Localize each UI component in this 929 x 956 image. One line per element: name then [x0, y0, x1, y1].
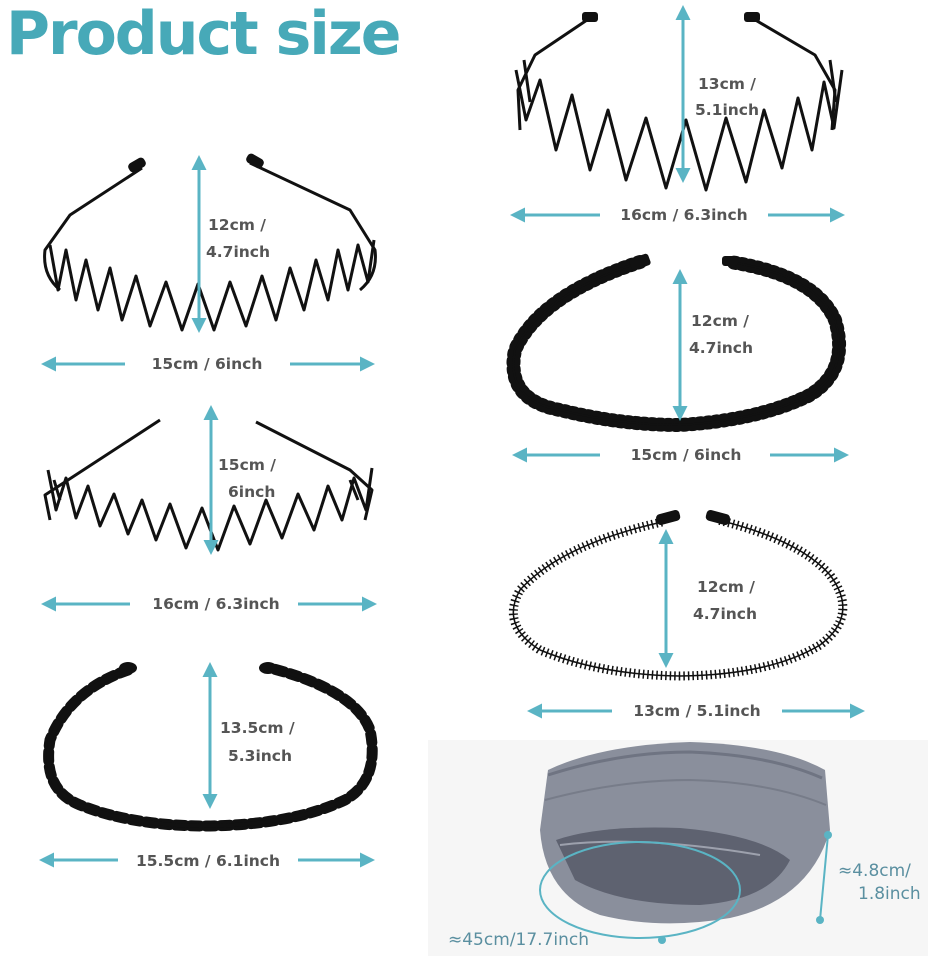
item2-height2: 6inch [228, 483, 275, 501]
spring-headband-2 [508, 509, 848, 681]
spring-headband-1 [506, 253, 847, 433]
item3-height2: 5.3inch [228, 747, 292, 765]
item1-height: 12cm / [208, 216, 266, 234]
item6-height2: 4.7inch [693, 605, 757, 623]
item5-width: 15cm / 6inch [631, 446, 742, 464]
item3-width: 15.5cm / 6.1inch [136, 852, 280, 870]
item2-width: 16cm / 6.3inch [152, 595, 279, 613]
wave-headband-1 [43, 153, 377, 332]
fabric-circumference: ≈45cm/17.7inch [448, 930, 589, 950]
item6-height: 12cm / [697, 578, 755, 596]
item4-height: 13cm / [698, 75, 756, 93]
item1-width: 15cm / 6inch [152, 355, 263, 373]
page-title: Product size [6, 0, 401, 69]
item1-height2: 4.7inch [206, 243, 270, 261]
fabric-height2: 1.8inch [858, 884, 921, 904]
fabric-height: ≈4.8cm/ [838, 861, 911, 881]
item4-height2: 5.1inch [695, 101, 759, 119]
item4-width: 16cm / 6.3inch [620, 206, 747, 224]
wave-headband-2 [43, 418, 374, 552]
item2-height: 15cm / [218, 456, 276, 474]
fabric-headband [428, 740, 928, 956]
item6-width: 13cm / 5.1inch [633, 702, 760, 720]
wave-headband-4 [514, 12, 844, 192]
wave-headband-3 [43, 662, 378, 832]
item5-height: 12cm / [691, 312, 749, 330]
item5-height2: 4.7inch [689, 339, 753, 357]
item3-height: 13.5cm / [220, 719, 295, 737]
